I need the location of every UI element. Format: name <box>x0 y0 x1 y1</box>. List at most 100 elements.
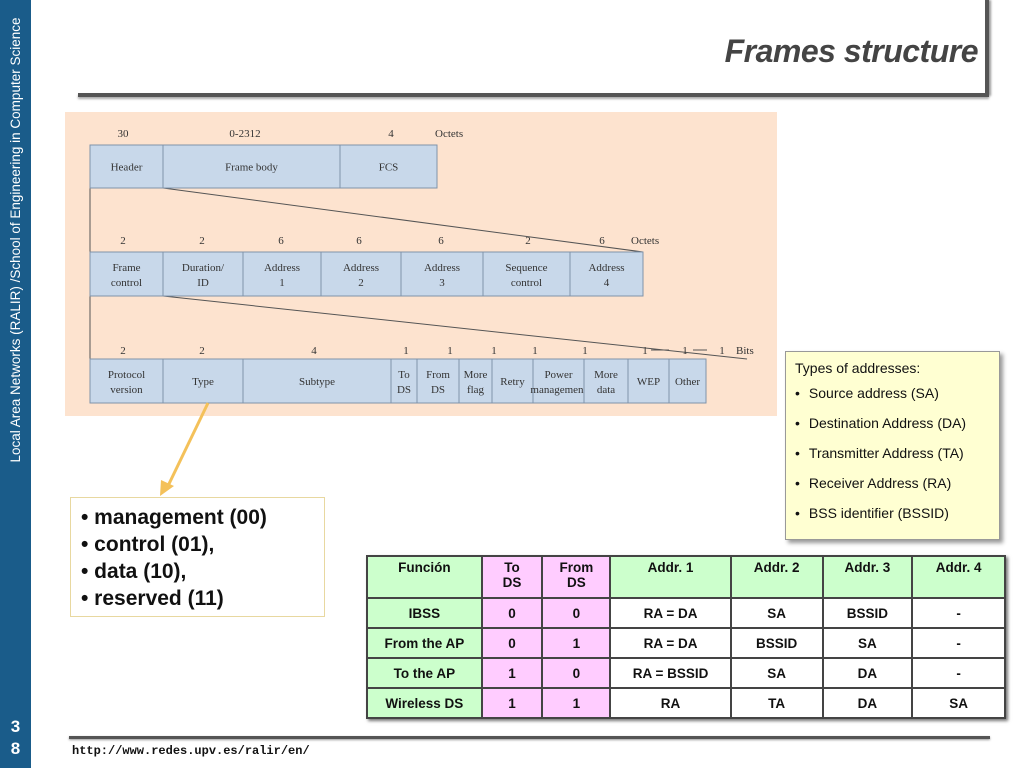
page-number-digit: 8 <box>10 739 21 758</box>
frame-field-box <box>627 358 670 404</box>
frame-field-label: control <box>511 277 542 289</box>
table-cell: 1 <box>541 687 612 719</box>
frame-field-label: control <box>111 277 142 289</box>
address-type-item: Receiver Address (RA) <box>795 475 990 491</box>
frame-field-box <box>162 251 244 297</box>
sidebar: Local Area Networks (RALIR) /School of E… <box>0 0 31 768</box>
table-header-line: Función <box>398 560 451 575</box>
frame-field-box <box>390 358 418 404</box>
address-type-item: BSS identifier (BSSID) <box>795 505 990 521</box>
frame-field-box <box>320 251 402 297</box>
field-size-label: 1 <box>532 345 538 357</box>
sidebar-course-title: Local Area Networks (RALIR) /School of E… <box>8 17 23 463</box>
address-type-item: Destination Address (DA) <box>795 415 990 431</box>
table-header-line: Addr. 3 <box>844 560 891 575</box>
footer-rule <box>69 736 990 739</box>
field-size-label: 2 <box>120 235 126 247</box>
address-types-box: Types of addresses: Source address (SA) … <box>785 351 1000 540</box>
table-cell: DA <box>821 657 914 689</box>
field-size-label: 6 <box>599 235 605 247</box>
frame-field-label: More <box>594 369 618 381</box>
table-header-cell: Addr. 3 <box>821 555 914 599</box>
address-types-title: Types of addresses: <box>795 360 921 376</box>
table-cell: BSSID <box>821 597 914 629</box>
type-arrow <box>160 402 210 496</box>
table-cell: BSSID <box>729 627 824 659</box>
frame-field-label: Sequence <box>505 262 547 274</box>
table-header-cell: Addr. 2 <box>729 555 824 599</box>
table-cell: Wireless DS <box>366 687 483 719</box>
address-type-item: Transmitter Address (TA) <box>795 445 990 461</box>
expansion-line <box>162 295 748 360</box>
frame-field-label: Address <box>588 262 624 274</box>
frame-field-label: Address <box>424 262 460 274</box>
frame-field-box <box>89 358 164 404</box>
table-cell: RA <box>609 687 732 719</box>
table-cell: SA <box>729 657 824 689</box>
frame-field-label: Other <box>675 376 700 388</box>
field-size-label: 2 <box>120 345 126 357</box>
page-number-digit: 3 <box>10 717 21 736</box>
frame-field-box <box>416 358 460 404</box>
frame-field-label: More <box>464 369 488 381</box>
table-cell: 1 <box>541 627 612 659</box>
table-cell: SA <box>911 687 1006 719</box>
frame-field-label: 2 <box>358 277 364 289</box>
frame-field-label: Retry <box>500 376 525 388</box>
table-cell: TA <box>729 687 824 719</box>
frame-field-label: WEP <box>637 376 660 388</box>
frame-field-label: Header <box>111 162 143 174</box>
frame-field-label: To <box>398 369 410 381</box>
table-header-cell: Función <box>366 555 483 599</box>
frame-field-label: Protocol <box>108 369 145 381</box>
table-cell: - <box>911 627 1006 659</box>
table-cell: - <box>911 597 1006 629</box>
frame-field-label: data <box>597 384 615 396</box>
field-size-label: 1 <box>491 345 497 357</box>
frame-field-label: DS <box>397 384 411 396</box>
table-cell: From the AP <box>366 627 483 659</box>
frame-field-box <box>400 251 484 297</box>
table-header-cell: Addr. 1 <box>609 555 732 599</box>
frame-field-box <box>532 358 585 404</box>
field-size-label: 6 <box>278 235 284 247</box>
field-size-label: 6 <box>438 235 444 247</box>
slide-title: Frames structure <box>724 33 979 69</box>
frame-field-label: 3 <box>439 277 445 289</box>
field-size-label: 1 <box>682 345 688 357</box>
table-header-cell: Addr. 4 <box>911 555 1006 599</box>
field-size-label: 2 <box>199 345 205 357</box>
type-value-item: • reserved (11) <box>81 587 224 610</box>
frame-field-label: Frame <box>112 262 140 274</box>
frame-field-label: 4 <box>604 277 610 289</box>
frame-field-box <box>242 251 322 297</box>
frame-field-box <box>162 144 341 189</box>
field-size-label: 30 <box>118 128 130 140</box>
table-cell: RA = BSSID <box>609 657 732 689</box>
table-cell: 0 <box>480 627 544 659</box>
type-values-box: • management (00) • control (01), • data… <box>70 497 325 617</box>
frame-field-box <box>569 251 644 297</box>
frame-field-label: ID <box>197 277 209 289</box>
field-size-label: 4 <box>388 128 394 140</box>
frame-field-box <box>89 251 164 297</box>
table-header-line: DS <box>502 575 522 590</box>
table-header-line: From <box>559 560 594 575</box>
unit-label: Octets <box>631 235 659 247</box>
table-header-line: DS <box>566 575 586 590</box>
table-cell: 0 <box>480 597 544 629</box>
table-cell: 1 <box>480 687 544 719</box>
table-cell: 1 <box>480 657 544 689</box>
frame-field-label: Subtype <box>299 376 335 388</box>
unit-label: Octets <box>435 128 463 140</box>
table-cell: SA <box>821 627 914 659</box>
frame-field-label: Address <box>343 262 379 274</box>
type-value-item: • control (01), <box>81 533 215 556</box>
frame-field-label: 1 <box>279 277 285 289</box>
